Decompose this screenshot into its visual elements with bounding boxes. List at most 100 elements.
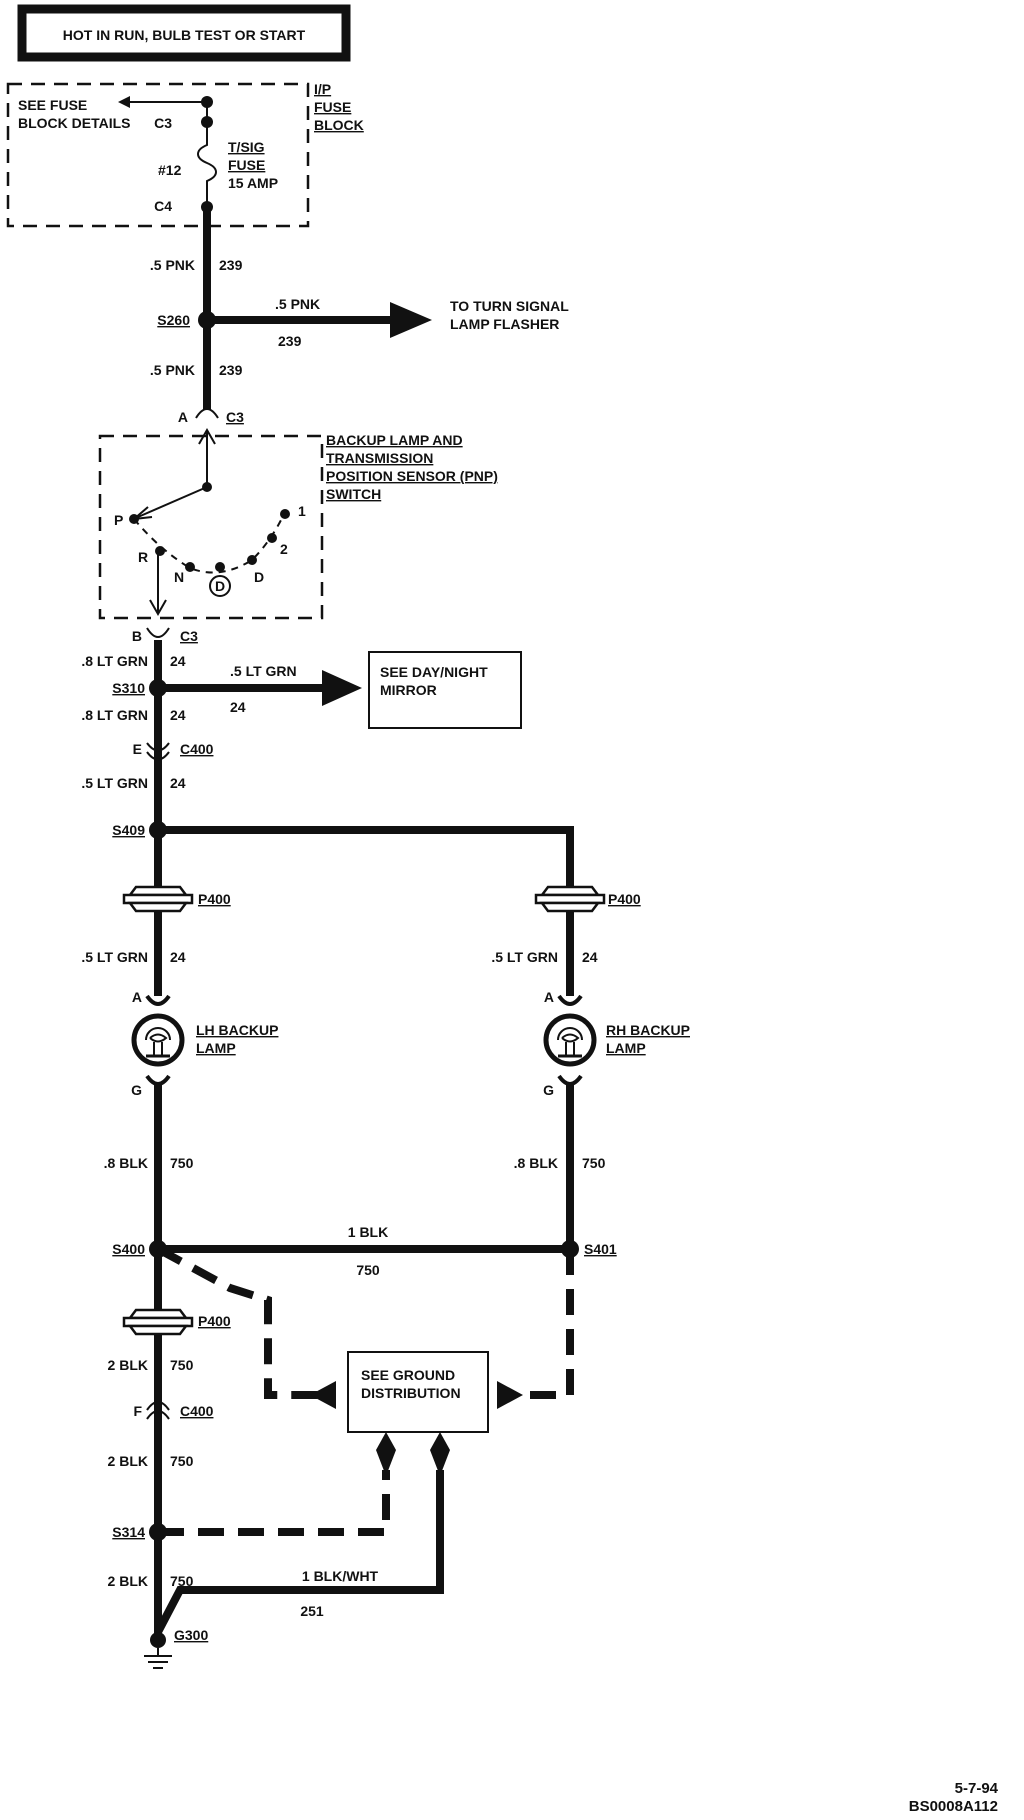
mirror-box (368, 651, 522, 729)
c400-bottom-pin: F (133, 1403, 142, 1419)
fuse-element (197, 102, 217, 205)
rh-backup-lamp: A G RH BACKUP LAMP (543, 989, 690, 1098)
fuse-name-line1: T/SIG (228, 139, 265, 155)
rh-pin-a: A (544, 989, 554, 1005)
w10-circuit: 750 (170, 1155, 194, 1171)
w4-gauge: .8 LT GRN (81, 653, 148, 669)
lh-lamp-label-line2: LAMP (196, 1040, 236, 1056)
turn-signal-dest-line2: LAMP FLASHER (450, 316, 559, 332)
ground-dist-line2: DISTRIBUTION (361, 1385, 461, 1401)
p400-right-label: P400 (608, 891, 641, 907)
fuse-number: #12 (158, 162, 182, 178)
w6-gauge: .8 LT GRN (81, 707, 148, 723)
splice-s400-label: S400 (112, 1241, 145, 1257)
w9-gauge: .5 LT GRN (491, 949, 558, 965)
w12-gauge: 1 BLK (348, 1224, 388, 1240)
w9-circuit: 24 (582, 949, 598, 965)
ground-path-left (156, 1245, 320, 1399)
w15-gauge: 2 BLK (108, 1573, 148, 1589)
w2-circuit: 239 (278, 333, 302, 349)
connector-c400-top: E C400 (133, 741, 214, 761)
w7-gauge: .5 LT GRN (81, 775, 148, 791)
p400-left-connector (122, 885, 194, 913)
pnp-switch-outline (98, 434, 324, 620)
w11-gauge: .8 BLK (514, 1155, 558, 1171)
switch-label-2: 2 (280, 541, 288, 557)
turn-signal-dest-line1: TO TURN SIGNAL (450, 298, 569, 314)
middle-wires: .8 LT GRN 24 S310 .5 LT GRN 24 SEE DAY/N… (81, 640, 641, 1000)
rh-lamp-label-line1: RH BACKUP (606, 1022, 690, 1038)
w7-circuit: 24 (170, 775, 186, 791)
switch-label-n: N (174, 569, 184, 585)
fuse-block-name-line2: FUSE (314, 99, 351, 115)
w1-gauge: .5 PNK (150, 257, 195, 273)
splice-s401-label: S401 (584, 1241, 617, 1257)
p400-ground-connector (122, 1308, 194, 1336)
fuse-terminal-c3 (201, 116, 213, 128)
w12-circuit: 750 (356, 1262, 380, 1278)
switch-circled-d (209, 575, 231, 597)
footer-code: BS0008A112 (909, 1798, 998, 1815)
w10-gauge: .8 BLK (104, 1155, 148, 1171)
mirror-arrow (322, 670, 362, 706)
fuse-block-name-line3: BLOCK (314, 117, 364, 133)
lh-lamp-label-line1: LH BACKUP (196, 1022, 278, 1038)
w15-circuit: 750 (170, 1573, 194, 1589)
rh-lamp-bulb (546, 1016, 594, 1064)
lh-backup-lamp: A G LH BACKUP LAMP (131, 989, 278, 1098)
fuse-block-name-line1: I/P (314, 81, 331, 97)
pnp-switch: BACKUP LAMP AND TRANSMISSION POSITION SE… (98, 427, 498, 620)
w2-gauge: .5 PNK (275, 296, 320, 312)
switch-label-circled-d: D (215, 578, 225, 594)
ground-wires: .8 BLK 750 .8 BLK 750 S400 S401 1 BLK 75… (104, 1084, 617, 1669)
w13-circuit: 750 (170, 1357, 194, 1373)
w11-circuit: 750 (582, 1155, 606, 1171)
w8-gauge: .5 LT GRN (81, 949, 148, 965)
connector-c3-top: A C3 (178, 408, 244, 425)
ground-dist-line1: SEE GROUND (361, 1367, 455, 1383)
lh-pin-a: A (132, 989, 142, 1005)
splice-s260-label: S260 (157, 312, 190, 328)
switch-label-p: P (114, 512, 123, 528)
ground-distribution-box (347, 1351, 489, 1433)
c3-top-pin: A (178, 409, 188, 425)
w5-circuit: 24 (230, 699, 246, 715)
w16-gauge: 1 BLK/WHT (302, 1568, 379, 1584)
footer: 5-7-94 BS0008A112 (909, 1780, 999, 1815)
ground-symbol (144, 1648, 172, 1669)
wire-24-right (158, 826, 574, 1000)
upper-wires: .5 PNK 239 S260 .5 PNK 239 TO TURN SIGNA… (150, 210, 569, 410)
mirror-dest-line1: SEE DAY/NIGHT (380, 664, 488, 680)
c400-top-pin: E (133, 741, 142, 757)
ground-g300-label: G300 (174, 1627, 208, 1643)
ground-path-s314 (158, 1470, 390, 1536)
fuse-pin-c3: C3 (154, 115, 172, 131)
mirror-dest-line2: MIRROR (380, 682, 437, 698)
see-fuse-details-line1: SEE FUSE (18, 97, 87, 113)
splice-s409-label: S409 (112, 822, 145, 838)
p400-right-connector (534, 885, 606, 913)
switch-label-1: 1 (298, 503, 306, 519)
header-box: HOT IN RUN, BULB TEST OR START (17, 4, 351, 62)
footer-date: 5-7-94 (955, 1780, 999, 1797)
lh-lamp-bulb (134, 1016, 182, 1064)
ground-arrow-right (497, 1381, 523, 1409)
fuse-pin-c4: C4 (154, 198, 172, 214)
splice-s310-label: S310 (112, 680, 145, 696)
w1-circuit: 239 (219, 257, 243, 273)
switch-label-r: R (138, 549, 148, 565)
fuse-block: SEE FUSE BLOCK DETAILS I/P FUSE BLOCK C3… (6, 81, 364, 228)
switch-name-line2: TRANSMISSION (326, 450, 433, 466)
splice-s314-label: S314 (112, 1524, 145, 1540)
w3-circuit: 239 (219, 362, 243, 378)
ground-g300-dot (150, 1632, 166, 1648)
fuse-junction (201, 96, 213, 108)
ground-arrow-mid-left (376, 1450, 396, 1476)
see-fuse-details-line2: BLOCK DETAILS (18, 115, 131, 131)
w3-gauge: .5 PNK (150, 362, 195, 378)
w4-circuit: 24 (170, 653, 186, 669)
w14-gauge: 2 BLK (108, 1453, 148, 1469)
switch-name-line3: POSITION SENSOR (PNP) (326, 468, 498, 484)
ground-path-right (520, 1249, 574, 1399)
